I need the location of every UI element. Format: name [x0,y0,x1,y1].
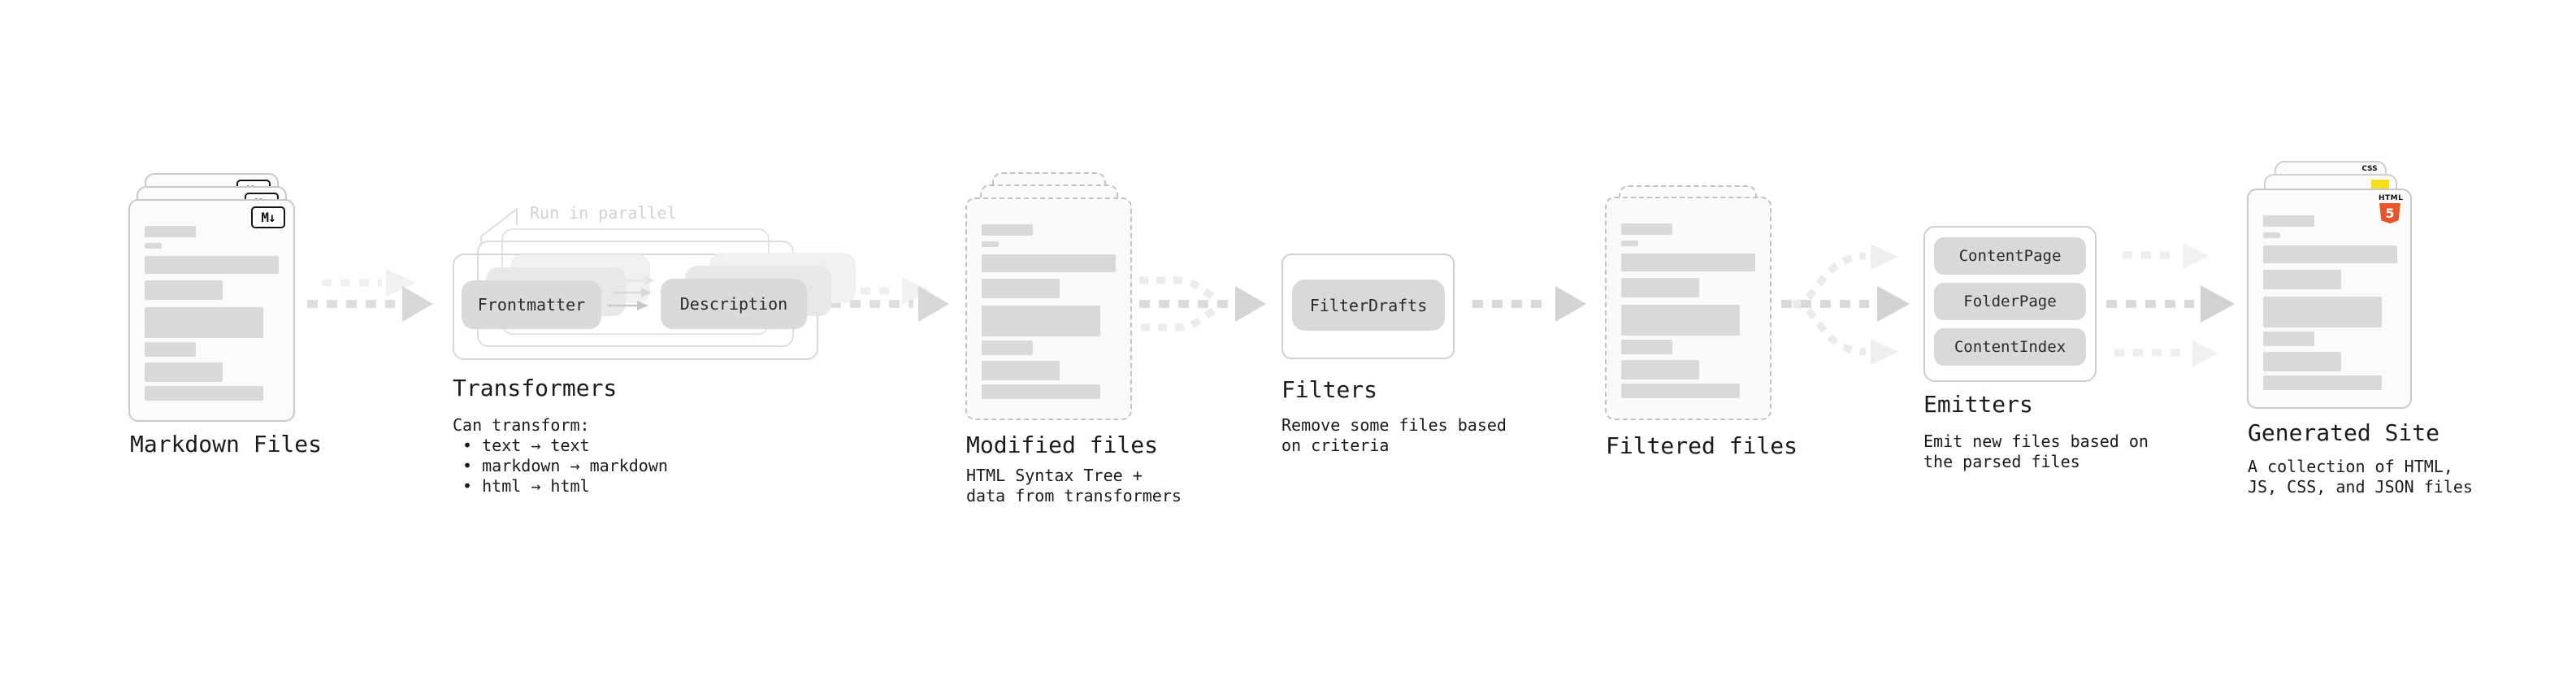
filters-note: Remove some files based on criteria [1281,415,1507,455]
doc-line [2263,375,2382,390]
doc-line [1621,241,1638,246]
doc-line [145,362,223,382]
html5-badge-label: HTML [2379,194,2404,202]
doc-line [1621,223,1672,235]
doc-line [145,307,263,338]
doc-line [2263,232,2280,238]
doc-line [2263,270,2341,289]
generated-site-note: A collection of HTML, JS, CSS, and JSON … [2248,457,2473,497]
arrow-emitters-to-generated-top [2123,243,2209,269]
arrow-filters-to-filtered [1472,286,1586,322]
doc-line [145,386,263,401]
emitters-note: Emit new files based on the parsed files [1923,432,2149,471]
doc-line [982,384,1100,399]
transformers-note: Can transform: • text → text • markdown … [453,415,668,496]
markdown-badge: M↓ [251,206,285,228]
doc-line [1621,305,1740,336]
emitter-pill-contentpage: ContentPage [1934,237,2086,275]
run-in-parallel-annotation: Run in parallel [530,203,677,223]
doc-line [982,340,1033,355]
filtered-files-label: Filtered files [1606,432,1798,459]
doc-line [1621,278,1699,297]
doc-line [982,279,1060,298]
modified-files-note: HTML Syntax Tree + data from transformer… [966,466,1182,505]
doc-line [982,361,1060,380]
doc-line [1621,254,1755,271]
arrow-markdown-to-transformers-ghost [322,269,415,297]
arrow-emitters-to-generated-middle [2106,285,2235,323]
modified-files-label: Modified files [966,432,1159,458]
doc-line [1621,384,1740,398]
doc-line [982,254,1116,272]
transformers-label: Transformers [453,375,618,401]
file-card [1605,197,1772,420]
markdown-files-label: Markdown Files [130,431,323,458]
arrow-modified-to-filters [1139,276,1266,332]
doc-line [2263,352,2341,371]
doc-line [2263,245,2397,263]
doc-line [982,241,999,247]
doc-line [1621,360,1699,380]
generated-site-label: Generated Site [2248,419,2440,446]
file-card [965,197,1132,420]
file-card: M↓ [128,199,295,422]
doc-line [145,342,196,357]
emitters-label: Emitters [1923,391,2033,418]
js-badge [2371,180,2389,190]
filterdrafts-pill: FilterDrafts [1292,280,1445,331]
doc-line [145,226,196,237]
doc-line [1621,340,1672,354]
description-pill: Description [661,279,807,329]
doc-line [2263,215,2314,227]
doc-line [2263,297,2382,327]
arrow-filtered-to-emitters-fork [1781,244,1910,365]
filters-label: Filters [1281,376,1378,403]
html5-shield-icon: 5 [2379,203,2400,223]
css-badge-label: CSS [2361,165,2378,173]
doc-line [982,306,1100,336]
emitter-pill-folderpage: FolderPage [1934,283,2086,320]
arrow-markdown-to-transformers [307,286,433,322]
frontmatter-pill: Frontmatter [462,280,601,329]
doc-line [145,280,223,300]
doc-line [982,224,1033,236]
doc-line [2263,332,2314,346]
doc-line [145,243,162,249]
emitter-pill-contentindex: ContentIndex [1934,328,2086,366]
doc-line [145,256,279,274]
html5-badge: HTML 5 [2379,194,2404,223]
file-card: HTML 5 [2247,189,2412,409]
arrow-emitters-to-generated-bottom [2114,340,2218,367]
